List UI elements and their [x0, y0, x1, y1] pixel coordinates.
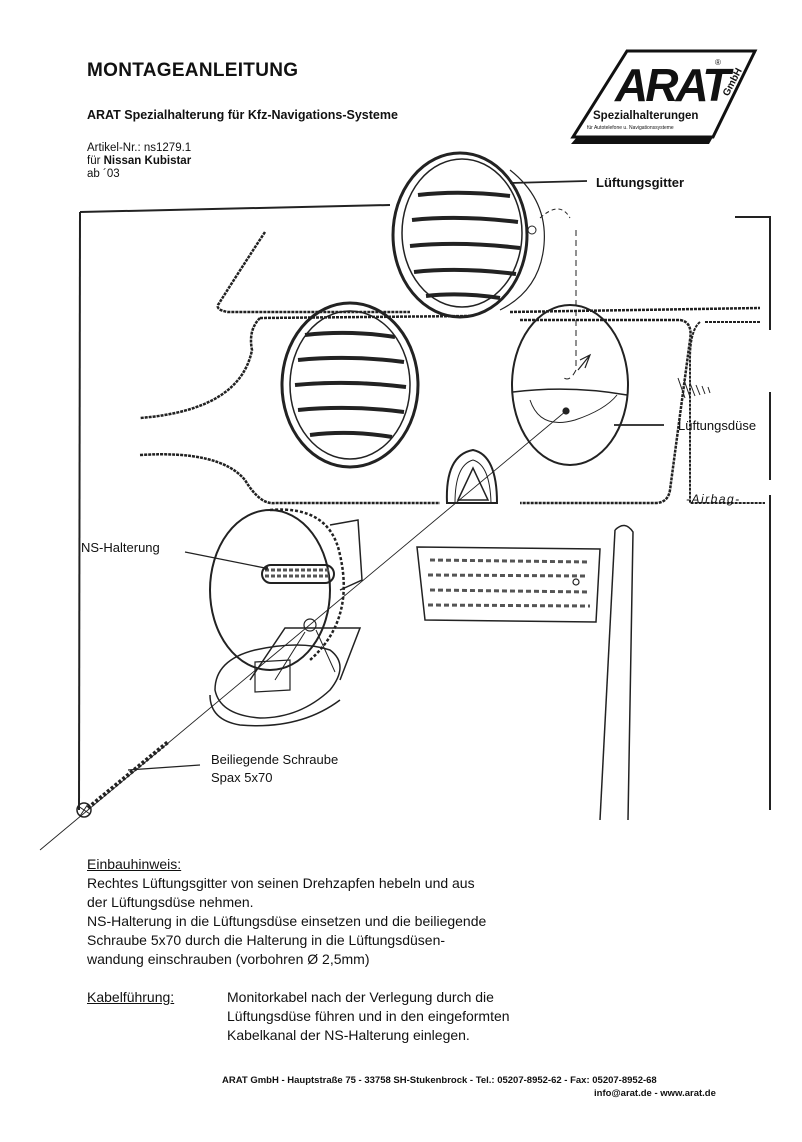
cable-routing-text: Monitorkabel nach der Verlegung durch di… — [227, 988, 587, 1045]
leader-screw — [127, 764, 201, 771]
article-number-line: Artikel-Nr.: ns1279.1 — [87, 142, 191, 155]
svg-text:Spezialhalterungen: Spezialhalterungen — [593, 110, 698, 122]
footer-separator: - — [654, 1088, 658, 1099]
label-ns-holder: NS-Halterung — [81, 540, 160, 555]
article-meta: Artikel-Nr.: ns1279.1 für Nissan Kubista… — [87, 142, 191, 181]
instruction-line: wandung einschrauben (vorbohren Ø 2,5mm) — [87, 951, 370, 967]
cable-routing-line: Kabelkanal der NS-Halterung einlegen. — [227, 1027, 470, 1043]
leader-holder — [184, 551, 266, 569]
svg-text:ARAT: ARAT — [614, 59, 734, 111]
arat-logo: ARAT ® GmbH Spezialhalterungen für Autot… — [565, 45, 760, 145]
footer-website: www.arat.de — [660, 1088, 716, 1099]
cable-routing-line: Lüftungsdüse führen und in den eingeform… — [227, 1008, 510, 1024]
vehicle-line: für Nissan Kubistar — [87, 155, 191, 168]
installation-notes-heading: Einbauhinweis: — [87, 856, 182, 872]
article-label: Artikel-Nr.: — [87, 142, 141, 154]
cable-routing-line: Monitorkabel nach der Verlegung durch di… — [227, 989, 494, 1005]
instruction-line: der Lüftungsdüse nehmen. — [87, 894, 254, 910]
svg-text:für Autotelefone u. Navigation: für Autotelefone u. Navigationssysteme — [587, 125, 674, 131]
arat-logo-graphic: ARAT ® GmbH Spezialhalterungen für Autot… — [570, 49, 758, 144]
label-airbag: -Airbag- — [686, 492, 741, 506]
instruction-line: Schraube 5x70 durch die Halterung in die… — [87, 932, 446, 948]
document-title: MONTAGEANLEITUNG — [87, 60, 299, 81]
frame-left — [78, 211, 81, 811]
instruction-line: Rechtes Lüftungsgitter von seinen Drehza… — [87, 875, 475, 891]
label-screw-line1: Beiliegende Schraube — [211, 752, 339, 767]
leader-vent-grille — [509, 180, 588, 184]
model-year: ab ´03 — [87, 168, 120, 180]
frame-top-right — [735, 216, 771, 330]
article-number: ns1279.1 — [143, 142, 192, 154]
label-vent-nozzle: Lüftungsdüse — [678, 418, 757, 433]
instruction-line: NS-Halterung in die Lüftungsdüse einsetz… — [87, 913, 487, 929]
vehicle-name: Nissan Kubistar — [103, 155, 192, 167]
label-screw-line2: Spax 5x70 — [211, 770, 273, 785]
for-prefix: für — [87, 155, 101, 167]
footer-contact: info@arat.de - www.arat.de — [594, 1088, 716, 1099]
installation-notes: Einbauhinweis: Rechtes Lüftungsgitter vo… — [87, 855, 486, 969]
document-subtitle: ARAT Spezialhalterung für Kfz-Navigation… — [87, 108, 398, 122]
cable-routing-heading: Kabelführung: — [87, 989, 175, 1005]
footer-address: ARAT GmbH - Hauptstraße 75 - 33758 SH-St… — [222, 1075, 657, 1086]
label-vent-grille: Lüftungsgitter — [596, 175, 685, 190]
frame-top-left — [79, 204, 391, 213]
svg-text:®: ® — [715, 58, 721, 67]
footer-email: info@arat.de — [594, 1088, 652, 1099]
